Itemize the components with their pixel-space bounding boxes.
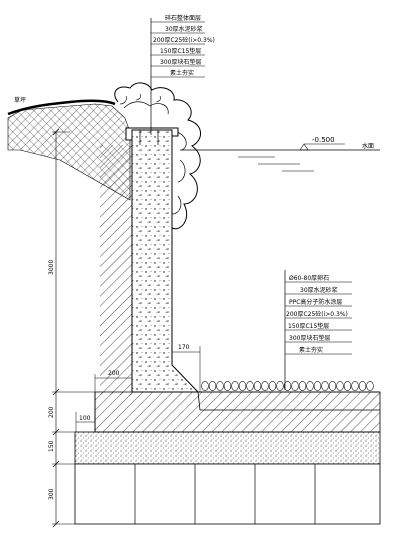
- pebble: [306, 381, 314, 391]
- top-layer-3: 150厚C15垫层: [160, 47, 201, 55]
- water-level-value: -0.500: [312, 136, 335, 144]
- pebble: [358, 381, 367, 391]
- top-layer-4: 300厚块石垫层: [160, 58, 201, 66]
- bottom-layer-5: 300厚块石垫层: [289, 334, 330, 342]
- vertical-dimensions: 3000 200 150 300: [48, 128, 95, 528]
- pebble: [261, 381, 269, 391]
- bottom-layer-2: PPC高分子防水涂层: [289, 298, 342, 306]
- pebble: [298, 381, 307, 391]
- top-layer-2: 200厚C25砼(i>0.3%): [153, 36, 215, 44]
- top-layer-5: 素土夯实: [170, 69, 194, 77]
- pebble: [291, 381, 299, 391]
- dim-toe-width: 200: [108, 370, 120, 377]
- toe-dimensions: 200 100 170: [75, 344, 201, 432]
- pebble: [223, 381, 232, 391]
- pebble: [351, 381, 359, 391]
- top-layer-callout: 碎石整体面层 30厚水泥砂浆 200厚C25砼(i>0.3%) 150厚C15垫…: [150, 14, 215, 135]
- dim-slope-170: 170: [178, 344, 190, 351]
- shrub-outline: [114, 82, 201, 230]
- bottom-layer-callout: Ø60-80厚卵石 30厚水泥砂浆 PPC高分子防水涂层 200厚C25砼(i>…: [284, 270, 352, 390]
- stone-bedding-layer: [74, 463, 381, 525]
- dim-base-150: 150: [48, 440, 55, 452]
- pebble: [208, 381, 217, 391]
- bottom-layer-0: Ø60-80厚卵石: [289, 274, 329, 282]
- pebble: [343, 381, 352, 391]
- water-surface: -0.500 水面: [180, 136, 380, 172]
- pebble: [253, 381, 262, 391]
- bottom-layer-4: 150厚C15垫层: [288, 322, 329, 330]
- top-layer-0: 碎石整体面层: [165, 14, 201, 22]
- pebble: [238, 381, 247, 391]
- pebble: [321, 381, 329, 391]
- dim-wall-height: 3000: [48, 260, 55, 275]
- water-level-name: 水面: [362, 142, 374, 150]
- pebble-layer: [198, 381, 380, 393]
- footing-slab: [94, 391, 381, 433]
- bank-soil: [7, 99, 131, 201]
- retaining-wall: [125, 127, 200, 393]
- backfill-hatch: [100, 145, 132, 395]
- dim-bedding-300: 300: [48, 488, 55, 500]
- pebble: [313, 381, 322, 391]
- pebble: [336, 381, 344, 391]
- c15-layer: [74, 431, 381, 465]
- pebble: [231, 381, 239, 391]
- bottom-layer-6: 素土夯实: [299, 346, 323, 354]
- bottom-layer-3: 200厚C25砼(i>0.3%): [286, 310, 348, 318]
- pebble: [268, 381, 277, 391]
- pebble: [328, 381, 337, 391]
- pebble: [201, 381, 209, 391]
- pebble: [216, 381, 224, 391]
- bottom-layer-1: 30厚水泥砂浆: [300, 286, 338, 294]
- pebble: [366, 381, 374, 391]
- grass-label: 草坪: [14, 96, 26, 104]
- pebble: [283, 381, 292, 391]
- dim-key-100: 100: [79, 415, 91, 422]
- pebble: [276, 381, 284, 391]
- dim-footing-200: 200: [48, 406, 55, 418]
- top-layer-1: 30厚水泥砂浆: [165, 25, 203, 33]
- pebble: [246, 381, 254, 391]
